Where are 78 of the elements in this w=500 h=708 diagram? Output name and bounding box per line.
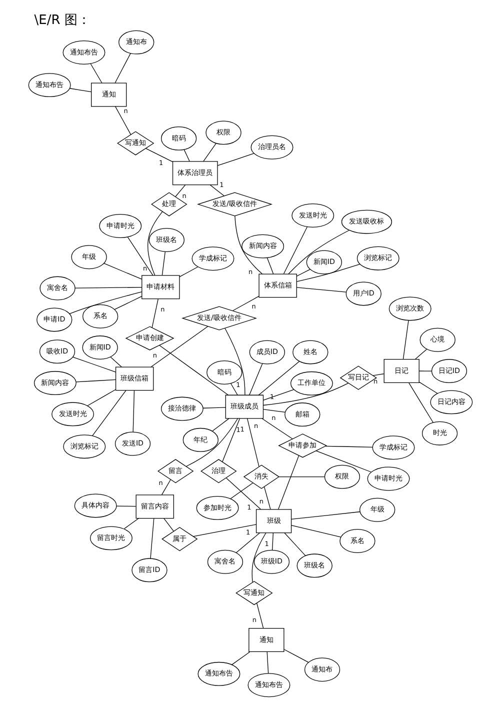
connector <box>266 258 274 274</box>
connector <box>290 524 341 538</box>
connector <box>86 389 116 406</box>
connector <box>284 532 306 556</box>
connector <box>68 292 142 314</box>
connector <box>402 320 408 360</box>
connector <box>163 518 174 532</box>
connector <box>160 479 170 496</box>
connector <box>372 373 384 376</box>
connector <box>222 418 240 462</box>
connector <box>212 418 229 432</box>
connector <box>290 511 360 520</box>
connector <box>224 328 245 396</box>
connector <box>296 287 346 292</box>
connector <box>418 370 432 372</box>
connector <box>126 236 153 276</box>
connector <box>110 356 122 368</box>
connector <box>226 478 261 510</box>
connector <box>277 455 299 510</box>
connector <box>150 518 154 559</box>
connector <box>72 356 116 372</box>
connector <box>231 652 250 666</box>
connector <box>288 230 350 274</box>
connector <box>174 184 186 197</box>
connector <box>251 532 266 583</box>
connector <box>258 361 300 396</box>
connector <box>296 264 360 282</box>
connector <box>202 143 216 162</box>
connector <box>216 153 254 166</box>
connector <box>230 383 238 396</box>
connector <box>262 382 348 406</box>
connector <box>414 348 427 360</box>
connector <box>235 532 260 554</box>
connector <box>248 363 262 396</box>
connector <box>202 407 226 408</box>
connector <box>75 379 116 382</box>
connector <box>69 88 91 92</box>
connector <box>261 418 292 440</box>
connector <box>234 216 262 274</box>
connector <box>92 390 126 436</box>
connector <box>103 263 142 280</box>
connector <box>256 602 264 628</box>
connector <box>408 382 433 423</box>
connector <box>116 506 136 507</box>
connector <box>74 287 142 288</box>
diagram-title: \E/R 图： <box>34 13 90 28</box>
connector <box>283 649 308 663</box>
connector <box>114 106 131 135</box>
connector <box>158 345 228 396</box>
connector <box>192 524 256 537</box>
connector <box>183 149 190 162</box>
connector <box>150 326 208 368</box>
connector <box>262 409 285 413</box>
connector <box>161 251 165 276</box>
connector <box>232 296 259 312</box>
connector <box>185 418 238 467</box>
connector <box>266 652 268 674</box>
connector <box>315 450 371 472</box>
connector <box>282 226 308 274</box>
connector <box>230 482 253 500</box>
connector <box>178 266 198 278</box>
connector <box>114 296 142 310</box>
connector <box>123 518 138 530</box>
connector <box>145 148 172 162</box>
connector <box>147 211 162 276</box>
connector <box>132 390 134 432</box>
connector <box>272 532 273 550</box>
connector <box>324 446 372 448</box>
connector <box>209 184 224 196</box>
connector <box>263 486 270 510</box>
connector <box>296 269 310 276</box>
connector <box>262 389 294 401</box>
connector <box>151 298 158 328</box>
connector <box>114 53 130 84</box>
connector <box>246 418 259 467</box>
connector <box>90 63 102 84</box>
connector <box>418 382 438 394</box>
connector <box>278 476 324 478</box>
